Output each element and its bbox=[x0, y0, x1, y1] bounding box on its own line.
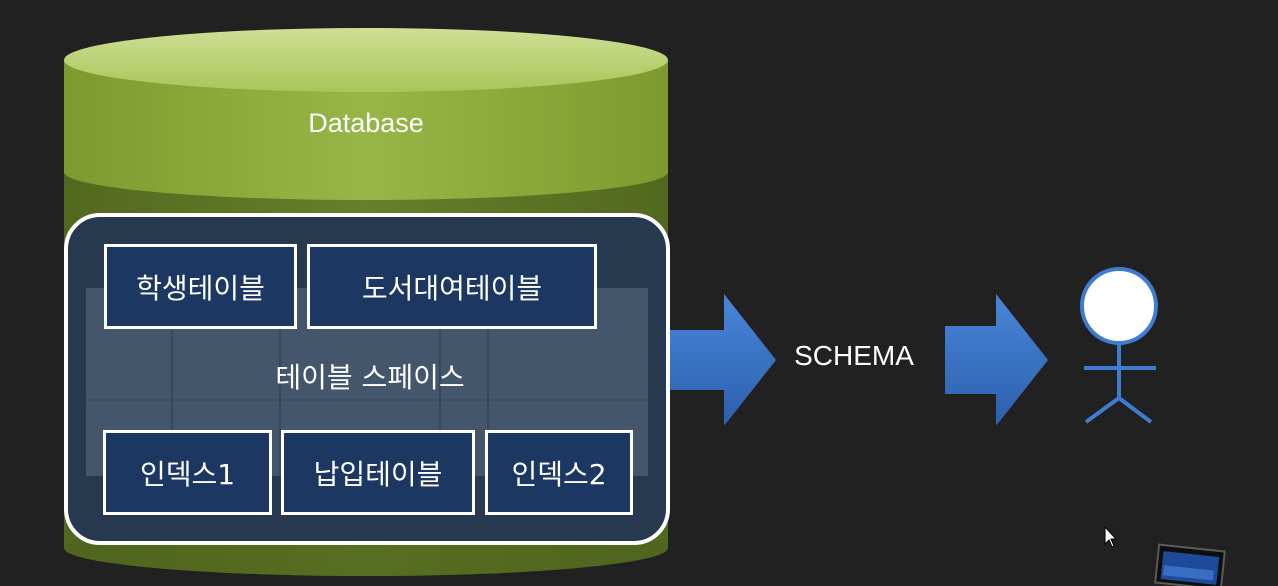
index-tile-1: 인덱스1 bbox=[103, 430, 272, 515]
tablespace-label: 테이블 스페이스 bbox=[275, 361, 465, 394]
table-tile-student: 학생테이블 bbox=[104, 244, 297, 329]
table-tile-payment: 납입테이블 bbox=[281, 430, 475, 515]
schema-label: SCHEMA bbox=[794, 340, 914, 371]
table-tile-book-rental: 도서대여테이블 bbox=[307, 244, 597, 329]
arrow-right-icon bbox=[670, 294, 776, 426]
mouse-cursor-icon bbox=[1104, 525, 1118, 548]
arrow-right-icon bbox=[945, 294, 1048, 426]
index-tile-2: 인덱스2 bbox=[485, 430, 633, 515]
database-label: Database bbox=[308, 108, 424, 138]
person-icon bbox=[1080, 267, 1158, 424]
taskbar-thumbnail-icon[interactable] bbox=[1154, 543, 1226, 586]
